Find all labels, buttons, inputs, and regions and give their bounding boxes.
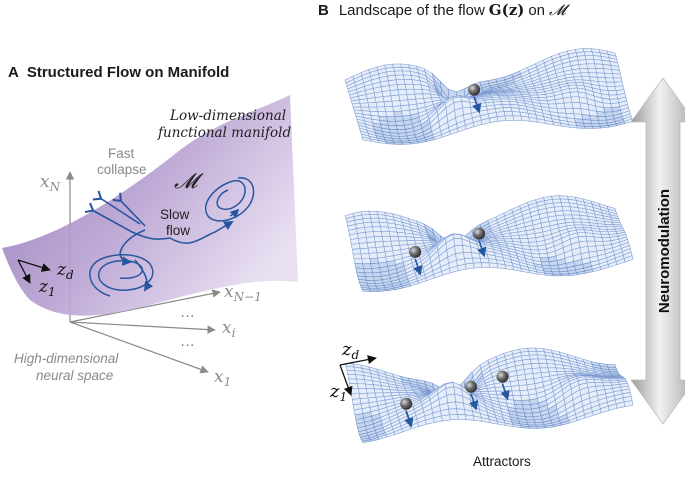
manifold-z-axes: [17, 259, 51, 284]
axis-x1-line: [69, 321, 209, 374]
axis-xi-line: [69, 321, 216, 334]
neural-space-label: High-dimensional neural space: [14, 351, 122, 383]
slow-flow-label: Slow flow: [160, 207, 193, 238]
neuromodulation-arrow: [630, 77, 685, 425]
landscape-z1-label: z1: [329, 381, 347, 404]
landscape-mesh-2: [344, 195, 634, 292]
landscapes: [344, 48, 634, 443]
state-ball-2-2: [473, 227, 486, 240]
attractors-label: Attractors: [473, 454, 531, 469]
axis-xi-label: xi: [222, 318, 236, 340]
limit-cycle-arrow: [229, 208, 240, 219]
axis-xN-label: xN: [40, 172, 61, 194]
manifold-zd-label: zd: [56, 260, 74, 282]
gradient-arrow-1-1: [472, 96, 482, 114]
gradient-arrow-3-2: [469, 393, 479, 411]
neuromodulation-label: Neuromodulation: [656, 189, 673, 313]
manifold-z1-label: z1: [38, 277, 56, 299]
gradient-arrow-2-2: [477, 240, 487, 258]
state-ball-2-1: [409, 245, 422, 258]
manifold-surface: [2, 95, 298, 316]
landscape-zd-label: zd: [341, 339, 359, 362]
gradient-arrow-3-1: [404, 410, 414, 428]
manifold-label: Low-dimensional functional manifold: [157, 108, 291, 141]
landscape-z-axes: [339, 355, 377, 396]
fast-collapse-trajectories: [84, 190, 171, 240]
landscape-mesh-1: [344, 48, 634, 145]
state-ball-3-3: [496, 370, 509, 383]
landscape-mesh-3: [344, 347, 634, 443]
state-ball-3-1: [400, 397, 413, 410]
gradient-arrow-2-1: [413, 258, 423, 276]
axis-x1-label: x1: [214, 367, 231, 389]
ellipsis-upper: …: [180, 304, 195, 321]
limit-cycle: [205, 177, 255, 222]
state-ball-3-2: [465, 380, 477, 393]
fast-collapse-label: Fast collapse: [97, 146, 147, 177]
axis-xN1-line: [69, 289, 221, 323]
state-ball-1-1: [468, 83, 481, 96]
gradient-arrow-3-3: [500, 383, 510, 401]
ellipsis-lower: …: [180, 333, 195, 350]
axis-xN1-label: xN−1: [224, 282, 262, 304]
spiral-attractor: [89, 254, 154, 297]
